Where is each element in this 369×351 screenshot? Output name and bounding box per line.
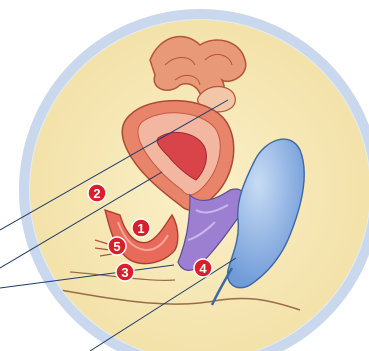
badge-1: 1 (132, 219, 150, 237)
badge-5: 5 (108, 237, 126, 255)
badge-4-label: 4 (199, 261, 207, 276)
badge-3-label: 3 (121, 265, 128, 280)
badge-5-label: 5 (113, 239, 120, 254)
badge-2: 2 (88, 184, 106, 202)
badge-4: 4 (194, 259, 212, 277)
badge-2-label: 2 (93, 186, 100, 201)
badge-3: 3 (116, 263, 134, 281)
badge-1-label: 1 (137, 221, 144, 236)
